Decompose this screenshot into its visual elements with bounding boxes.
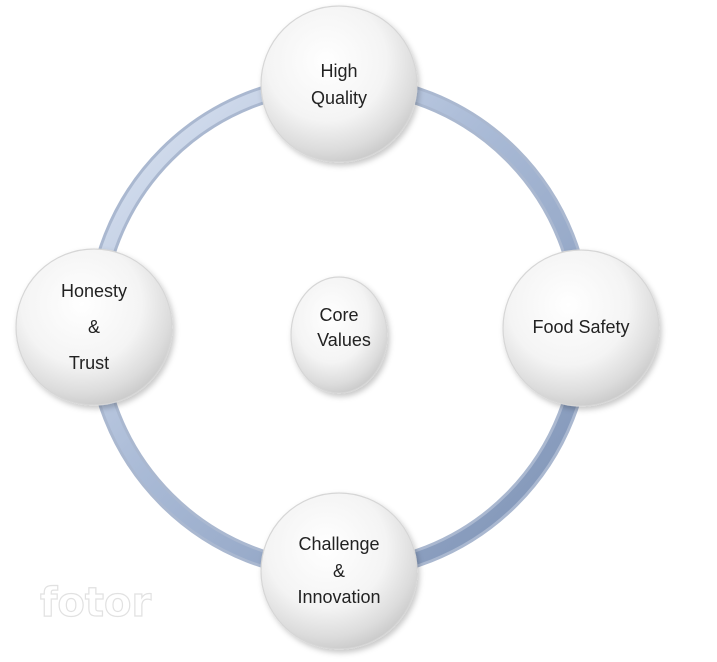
node-bottom-label-line-1: Challenge xyxy=(298,534,379,554)
node-left: Honesty & Trust xyxy=(15,248,173,406)
node-left-label-line-3: Trust xyxy=(69,353,109,373)
center-node: Core Values xyxy=(290,276,388,394)
node-left-label-line-2: & xyxy=(88,317,100,337)
node-bottom-label-line-2: & xyxy=(333,561,345,581)
node-top: High Quality xyxy=(260,5,418,163)
node-top-label-line-1: High xyxy=(320,61,357,81)
node-left-label-line-1: Honesty xyxy=(61,281,127,301)
node-top-label-line-2: Quality xyxy=(311,88,367,108)
fotor-watermark: fotor xyxy=(40,580,151,626)
center-label-line-1: Core xyxy=(319,305,358,325)
node-right: Food Safety xyxy=(502,249,660,407)
node-bottom: Challenge & Innovation xyxy=(260,492,418,650)
node-bottom-label-line-3: Innovation xyxy=(297,587,380,607)
center-label-line-2: Values xyxy=(317,330,371,350)
node-right-label-line-1: Food Safety xyxy=(532,317,629,337)
